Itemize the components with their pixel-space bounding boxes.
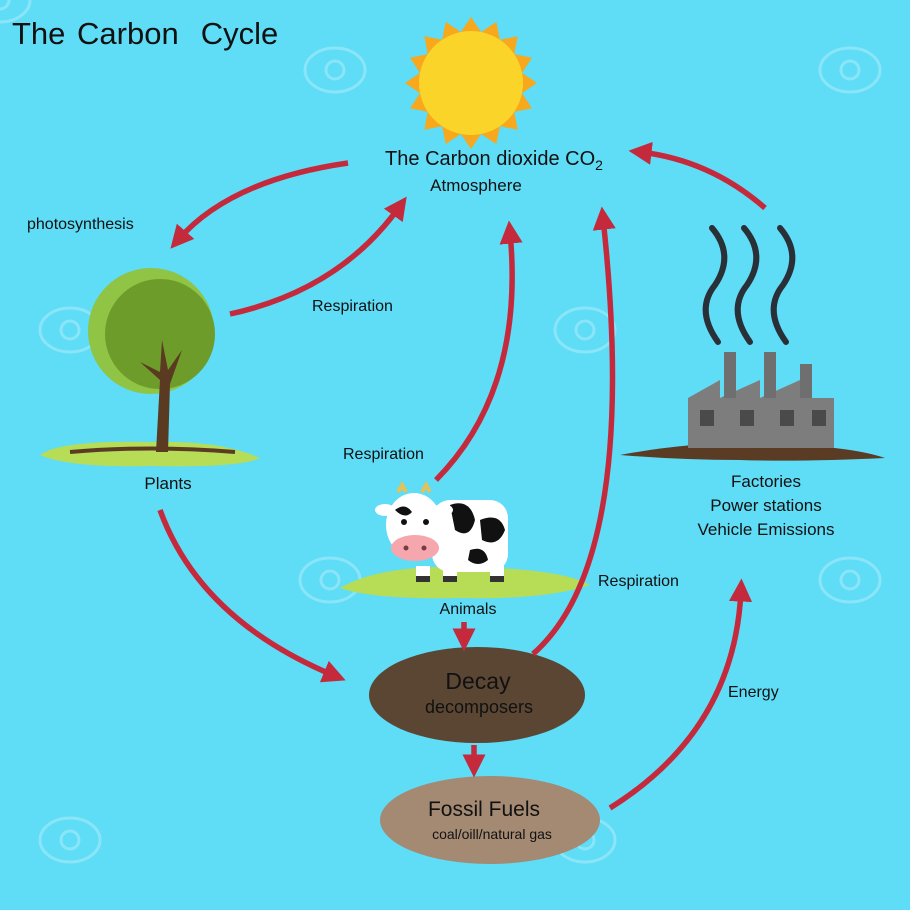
respiration-plants-label: Respiration [312,298,393,315]
factory-icon [620,225,885,461]
arrow-photosynthesis [170,160,349,249]
co2-label: The Carbon dioxide CO [385,148,596,170]
respiration-decay-label: Respiration [598,573,679,590]
fossil-subtitle: coal/oill/natural gas [432,826,552,842]
arrow-decay-respiration [531,206,616,657]
sun-icon [405,17,537,149]
decay-title: Decay [445,668,511,694]
plants-label: Plants [144,474,192,493]
arrow-plants-to-decay [157,509,346,683]
decay-ellipse [369,647,585,743]
fossil-title: Fossil Fuels [427,798,541,821]
decay-subtitle: decomposers [424,697,534,717]
title-part2: Cycle [200,16,279,51]
factories-line3: Vehicle Emissions [697,520,835,539]
page-title: The Carbon Cycle [12,16,278,52]
atmosphere-sublabel: Atmosphere [430,176,522,195]
energy-label: Energy [728,684,779,701]
arrow-plant-respiration [229,196,407,317]
respiration-animals-label: Respiration [343,446,424,463]
title-part1: The Carbon [12,16,179,51]
animals-label: Animals [439,601,497,618]
photosynthesis-label: photosynthesis [27,216,134,233]
co2-subscript: 2 [595,157,603,173]
arrow-factory-emissions [628,141,767,211]
arrow-animal-respiration [434,220,523,482]
factories-line1: Factories [731,472,801,491]
tree-icon [40,268,260,467]
arrow-fossil-energy [608,578,753,811]
atmosphere-label: The Carbon dioxide CO2 [385,148,603,173]
smoke-icon [702,225,796,345]
cow-icon [340,480,590,599]
factories-line2: Power stations [710,496,822,515]
factories-label: Factories Power stations Vehicle Emissio… [697,470,834,542]
fossil-fuels-ellipse [380,776,600,864]
